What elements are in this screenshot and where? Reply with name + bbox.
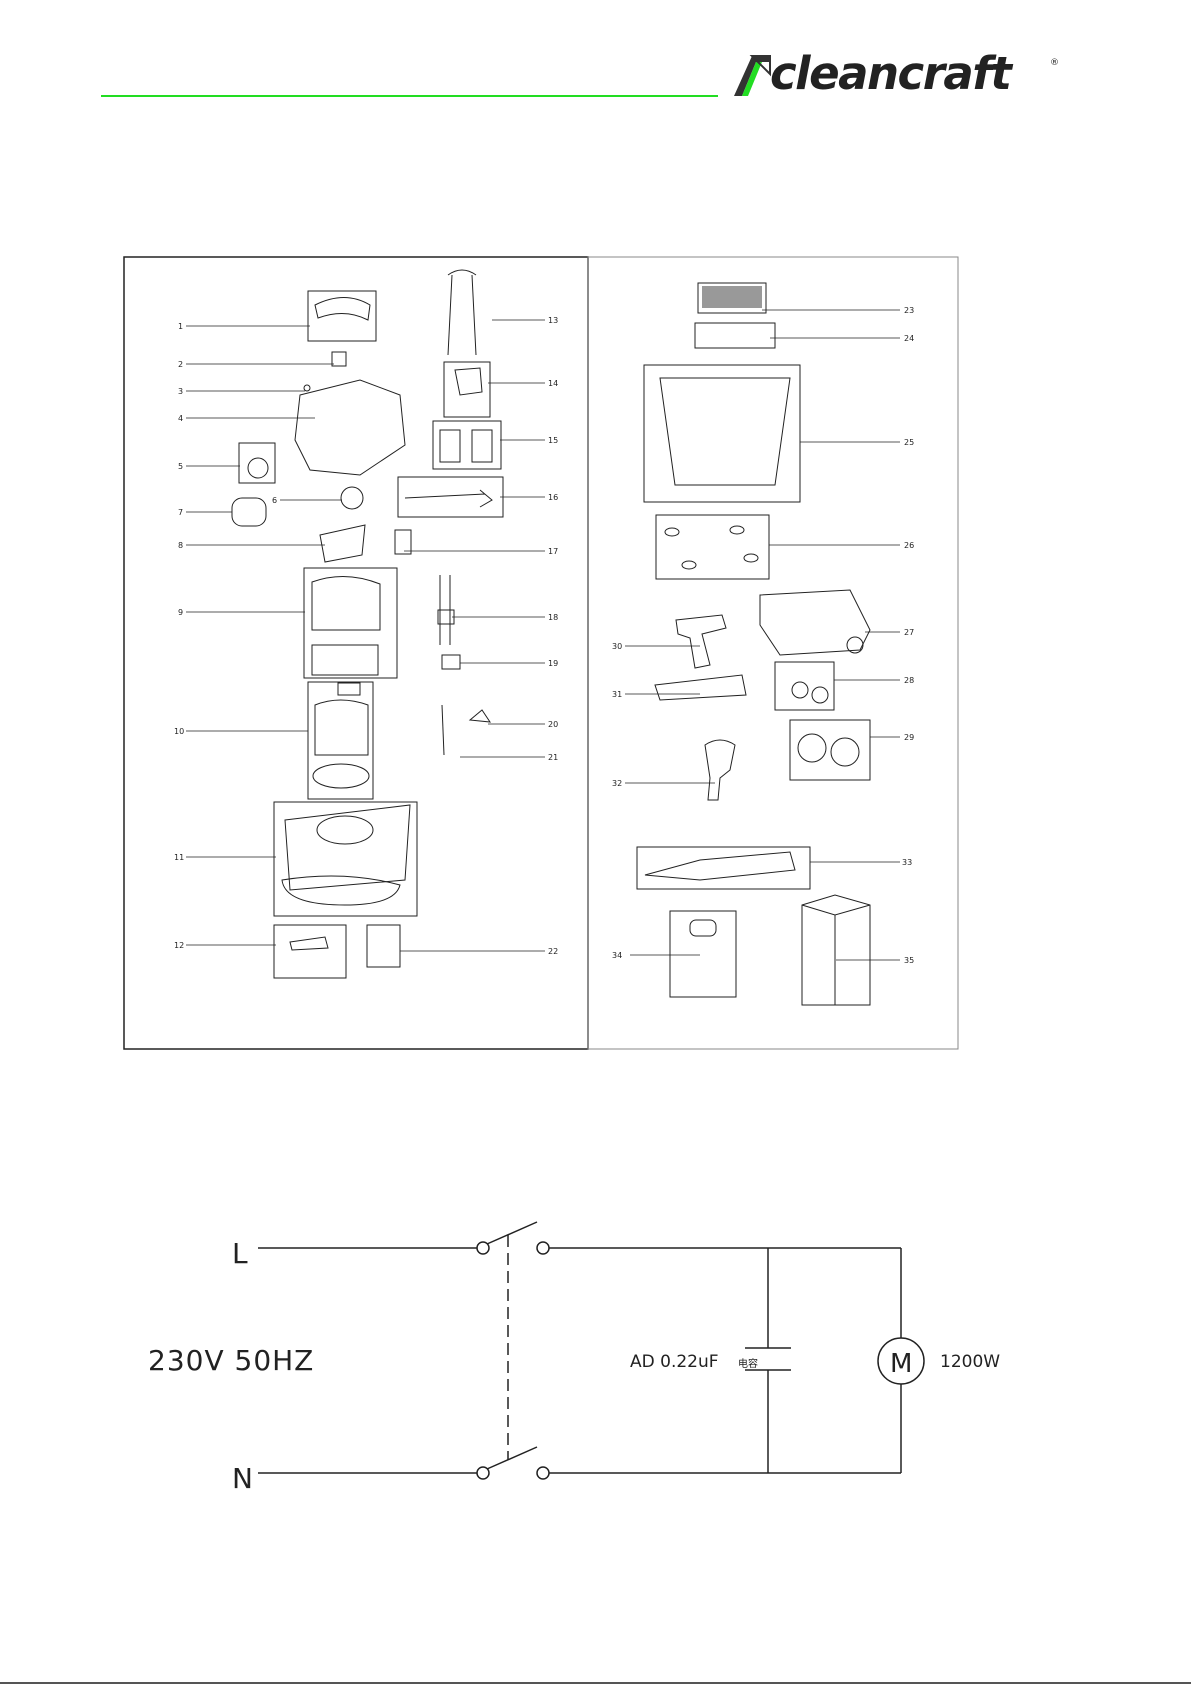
callout-15: 15 (548, 436, 558, 445)
callout-16: 16 (548, 493, 558, 502)
motor-symbol-circle (878, 1338, 924, 1384)
callout-27: 27 (904, 628, 914, 637)
callout-numbers: 1 2 3 4 5 7 6 8 9 10 11 12 13 14 15 16 1… (174, 306, 914, 965)
callout-35: 35 (904, 956, 914, 965)
callout-7: 7 (178, 508, 183, 517)
callout-2: 2 (178, 360, 183, 369)
supply-voltage-label: 230V 50HZ (148, 1344, 314, 1377)
callout-31: 31 (612, 690, 622, 699)
right-part-drawings (637, 283, 870, 1005)
circuit-wires (258, 1222, 924, 1479)
callout-9: 9 (178, 608, 183, 617)
callout-18: 18 (548, 613, 558, 622)
callout-5: 5 (178, 462, 183, 471)
callout-26: 26 (904, 541, 914, 550)
callout-34: 34 (612, 951, 622, 960)
callout-19: 19 (548, 659, 558, 668)
callout-29: 29 (904, 733, 914, 742)
line-label: L (232, 1237, 248, 1270)
exploded-parts-diagram: 1 2 3 4 5 7 6 8 9 10 11 12 13 14 15 16 1… (0, 0, 1191, 1060)
callout-11: 11 (174, 853, 184, 862)
callout-30: 30 (612, 642, 622, 651)
callout-22: 22 (548, 947, 558, 956)
callout-14: 14 (548, 379, 558, 388)
callout-25: 25 (904, 438, 914, 447)
callout-12: 12 (174, 941, 184, 950)
motor-power-label: 1200W (940, 1352, 1000, 1372)
callout-32: 32 (612, 779, 622, 788)
callout-23: 23 (904, 306, 914, 315)
callout-17: 17 (548, 547, 558, 556)
callout-8: 8 (178, 541, 183, 550)
left-parts-panel (124, 257, 588, 1049)
callout-33: 33 (902, 858, 912, 867)
callout-24: 24 (904, 334, 914, 343)
page-bottom-edge (0, 1682, 1191, 1684)
neutral-label: N (232, 1462, 253, 1495)
callout-1: 1 (178, 322, 183, 331)
left-part-drawings (232, 270, 503, 978)
capacitor-label: AD 0.22uF (630, 1352, 719, 1372)
callout-6: 6 (272, 496, 277, 505)
callout-3: 3 (178, 387, 183, 396)
callout-21: 21 (548, 753, 558, 762)
callout-20: 20 (548, 720, 558, 729)
callout-13: 13 (548, 316, 558, 325)
callout-28: 28 (904, 676, 914, 685)
callout-10: 10 (174, 727, 184, 736)
capacitor-note: 电容 (738, 1357, 758, 1370)
callout-4: 4 (178, 414, 183, 423)
motor-symbol-label: M (890, 1349, 912, 1379)
